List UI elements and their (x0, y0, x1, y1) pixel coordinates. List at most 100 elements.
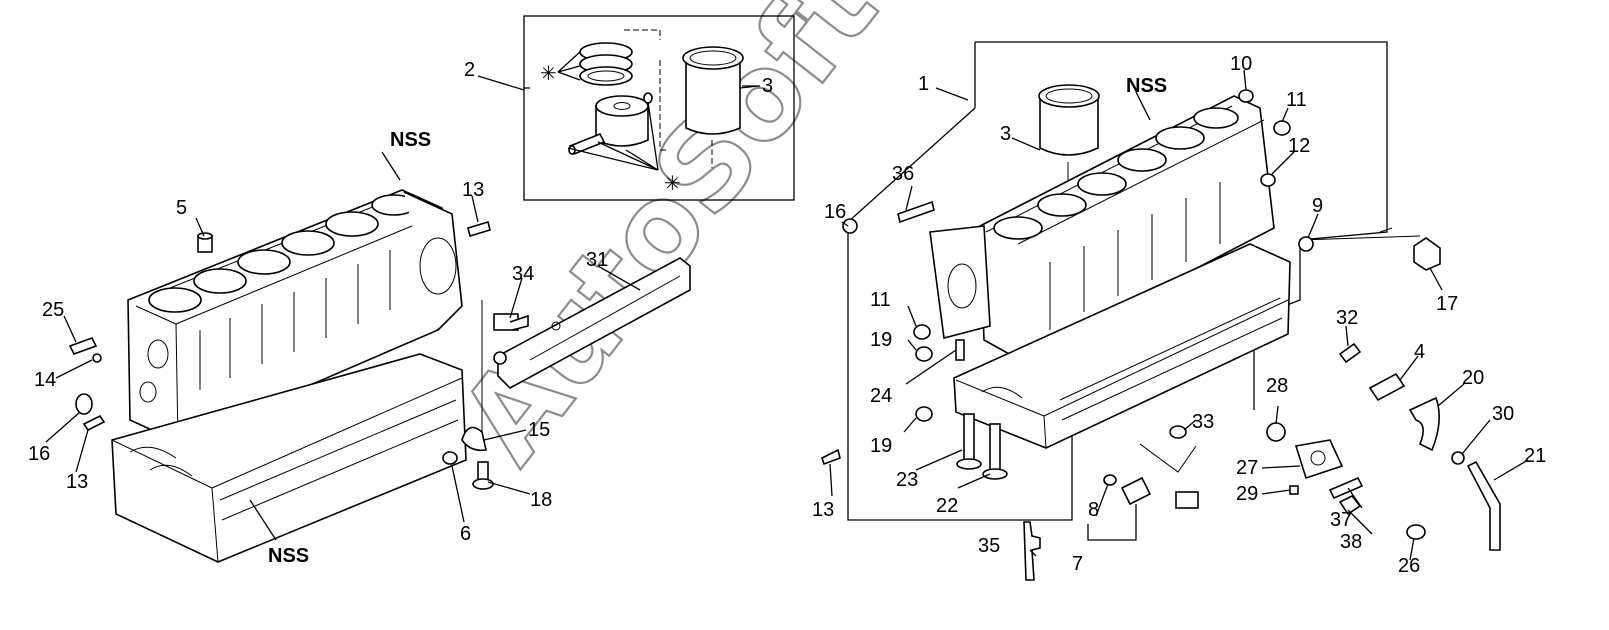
right-cylinder-block (929, 95, 1275, 361)
part-29-bolt (1289, 485, 1299, 495)
label-7: 7 (1072, 553, 1083, 575)
label-27: 27 (1236, 457, 1258, 479)
part-19-plug-top (915, 346, 933, 362)
cylinder-liner-inset (682, 46, 744, 135)
label-33: 33 (1192, 411, 1214, 433)
piston-pin (568, 132, 606, 156)
part-30-ring (1451, 451, 1465, 465)
part-10-plug (1238, 89, 1254, 103)
label-36: 36 (892, 163, 914, 185)
label-4: 4 (1414, 341, 1425, 363)
part-20-elbow (1408, 396, 1440, 452)
label-1: 1 (918, 73, 929, 95)
piston-rings (579, 42, 633, 86)
part-5-dowel (197, 232, 213, 253)
piston-kit-inset-frame (523, 15, 795, 201)
part-22-bolt (982, 423, 1008, 480)
part-16-plug-left (75, 393, 93, 415)
part-11-plug-right (1273, 120, 1291, 136)
label-6: 6 (460, 523, 471, 545)
part-34-gear-bolt (493, 313, 529, 331)
label-16-left: 16 (28, 443, 50, 465)
label-14: 14 (34, 369, 56, 391)
part-25-stud (68, 337, 98, 355)
part-37-stud (1328, 476, 1364, 500)
piston (595, 92, 653, 147)
part-36-stud (897, 200, 935, 224)
label-19-top: 19 (870, 329, 892, 351)
part-33-clip (1169, 425, 1187, 439)
asterisk-piston: ✳ (664, 173, 681, 195)
part-27-flange (1294, 439, 1344, 480)
leader-lines (45, 69, 1529, 561)
part-14-ball (92, 353, 102, 363)
part-17-fitting (1413, 237, 1441, 271)
label-37: 37 (1330, 509, 1352, 531)
label-15: 15 (528, 419, 550, 441)
part-labels: 2 3 ✳ ✳ NSS 5 13 25 14 16 13 34 31 15 18… (28, 53, 1546, 577)
label-3-inset: 3 (762, 75, 773, 97)
part-6-plug (442, 451, 458, 465)
label-30: 30 (1492, 403, 1514, 425)
label-16-right: 16 (824, 201, 846, 223)
label-34: 34 (512, 263, 534, 285)
watermark: AutoSoft (433, 0, 903, 487)
part-12-plug (1260, 173, 1276, 187)
label-24: 24 (870, 385, 892, 407)
label-19-bottom: 19 (870, 435, 892, 457)
label-nss-left-top: NSS (390, 129, 431, 151)
left-lower-crankcase (111, 353, 467, 563)
part-28-gasket (1266, 422, 1286, 442)
asterisk-rings: ✳ (540, 63, 557, 85)
label-13-left: 13 (66, 471, 88, 493)
label-26: 26 (1398, 555, 1420, 577)
label-23: 23 (896, 469, 918, 491)
label-10: 10 (1230, 53, 1252, 75)
label-9: 9 (1312, 195, 1323, 217)
right-cylinder-liner (1038, 84, 1100, 192)
label-13-top: 13 (462, 179, 484, 201)
part-11-plug-left (913, 324, 931, 340)
label-8: 8 (1088, 499, 1099, 521)
label-29: 29 (1236, 483, 1258, 505)
part-16-plug-right (842, 218, 858, 234)
label-38: 38 (1340, 531, 1362, 553)
label-12: 12 (1288, 135, 1310, 157)
label-5: 5 (176, 197, 187, 219)
label-2: 2 (464, 59, 475, 81)
part-15-bracket (461, 300, 487, 452)
part-21-tube (1466, 460, 1501, 551)
label-11-left: 11 (870, 289, 891, 311)
label-32: 32 (1336, 307, 1358, 329)
label-nss-left-bottom: NSS (268, 545, 309, 567)
label-31: 31 (586, 249, 608, 271)
label-20: 20 (1462, 367, 1484, 389)
label-nss-right: NSS (1126, 75, 1167, 97)
part-24-dowel (955, 339, 965, 361)
unlabeled-plug (1175, 491, 1199, 509)
part-19-plug-bottom (915, 406, 933, 422)
left-cylinder-block (127, 189, 463, 443)
part-13-pin-top (467, 220, 491, 238)
part-4-fitting (1368, 372, 1406, 402)
right-lower-crankcase (953, 243, 1291, 449)
part-23-bolt (956, 413, 982, 470)
part-32-bolt (1338, 342, 1362, 364)
part-35-strap (1023, 521, 1041, 581)
label-11-right: 11 (1286, 89, 1307, 111)
part-9-plug (1298, 236, 1314, 252)
label-21: 21 (1524, 445, 1546, 467)
label-3-right: 3 (1000, 123, 1011, 145)
label-35: 35 (978, 535, 1000, 557)
part-8-ball (1103, 474, 1117, 486)
part-31-cover-plate (493, 257, 691, 389)
label-17: 17 (1436, 293, 1458, 315)
label-13-right: 13 (812, 499, 834, 521)
part-7-valve (1120, 476, 1152, 506)
label-25: 25 (42, 299, 64, 321)
part-18-bolt (472, 461, 494, 490)
part-13-pin-right (821, 448, 841, 466)
part-13-pin-left (82, 414, 106, 432)
label-18: 18 (530, 489, 552, 511)
